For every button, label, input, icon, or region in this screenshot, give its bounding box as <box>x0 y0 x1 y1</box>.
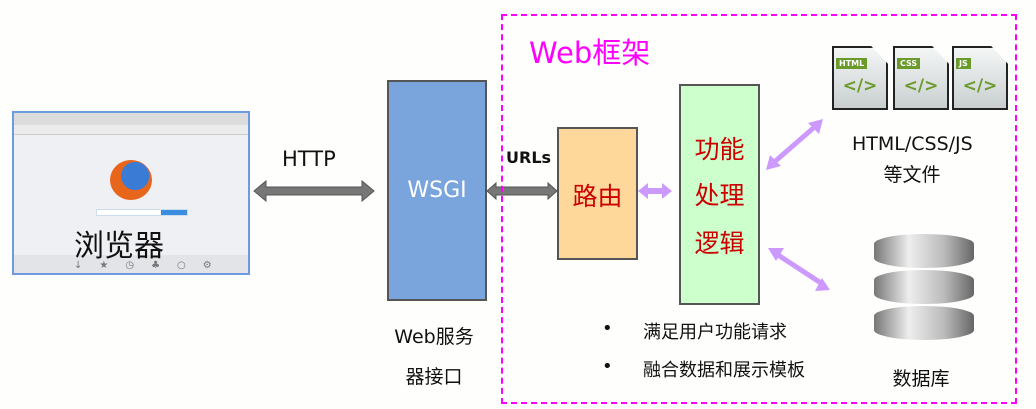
router-box: 路由 <box>557 127 638 260</box>
bullet-item-1: 满足用户功能请求 <box>643 322 787 343</box>
logic-files-arrow <box>770 122 820 166</box>
html-file-icon: HTML</> <box>832 46 888 110</box>
js-file-icon: JS</> <box>952 46 1008 110</box>
router-logic-arrow <box>638 183 672 199</box>
browser-window: ↓★◷♣○⚙ 浏览器 <box>12 111 250 275</box>
browser-label: 浏览器 <box>74 229 164 264</box>
logic-files-arrowhead-b <box>808 119 823 134</box>
wsgi-box: WSGI <box>387 80 487 301</box>
logic-files-arrowhead-a <box>766 155 781 170</box>
database-icon <box>868 230 980 346</box>
css-file-icon: CSS</> <box>893 46 949 110</box>
urls-label: URLs <box>506 148 552 167</box>
web-framework-title: Web框架 <box>529 36 651 70</box>
logic-db-arrow <box>773 250 826 288</box>
browser-url-bar <box>14 125 248 135</box>
browser-tab-bar <box>14 113 248 125</box>
database-caption: 数据库 <box>892 368 950 390</box>
logic-db-arrowhead-b <box>815 278 830 291</box>
web-framework-frame <box>501 14 1017 404</box>
bullet-item-2: 融合数据和展示模板 <box>643 360 805 381</box>
bullet-dot: • <box>602 318 613 339</box>
http-arrow <box>253 179 375 203</box>
logic-line-1: 功能 <box>694 135 745 164</box>
files-caption-line2: 等文件 <box>883 164 941 186</box>
files-caption-line1: HTML/CSS/JS <box>852 133 973 155</box>
router-label: 路由 <box>572 182 623 211</box>
logic-box: 功能 处理 逻辑 <box>679 84 760 305</box>
firefox-logo-icon <box>110 160 152 200</box>
browser-search-box <box>96 209 188 216</box>
logic-line-2: 处理 <box>694 181 745 210</box>
wsgi-caption-line2: 器接口 <box>405 366 463 388</box>
wsgi-label: WSGI <box>407 178 467 203</box>
bullet-dot: • <box>602 356 613 377</box>
browser-bottom-bar <box>14 255 248 273</box>
browser-toolbar-icons: ↓★◷♣○⚙ <box>74 260 229 271</box>
logic-line-3: 逻辑 <box>694 229 745 258</box>
http-label: HTTP <box>282 147 336 171</box>
wsgi-caption-line1: Web服务 <box>394 326 474 348</box>
logic-db-arrowhead-a <box>768 248 784 261</box>
